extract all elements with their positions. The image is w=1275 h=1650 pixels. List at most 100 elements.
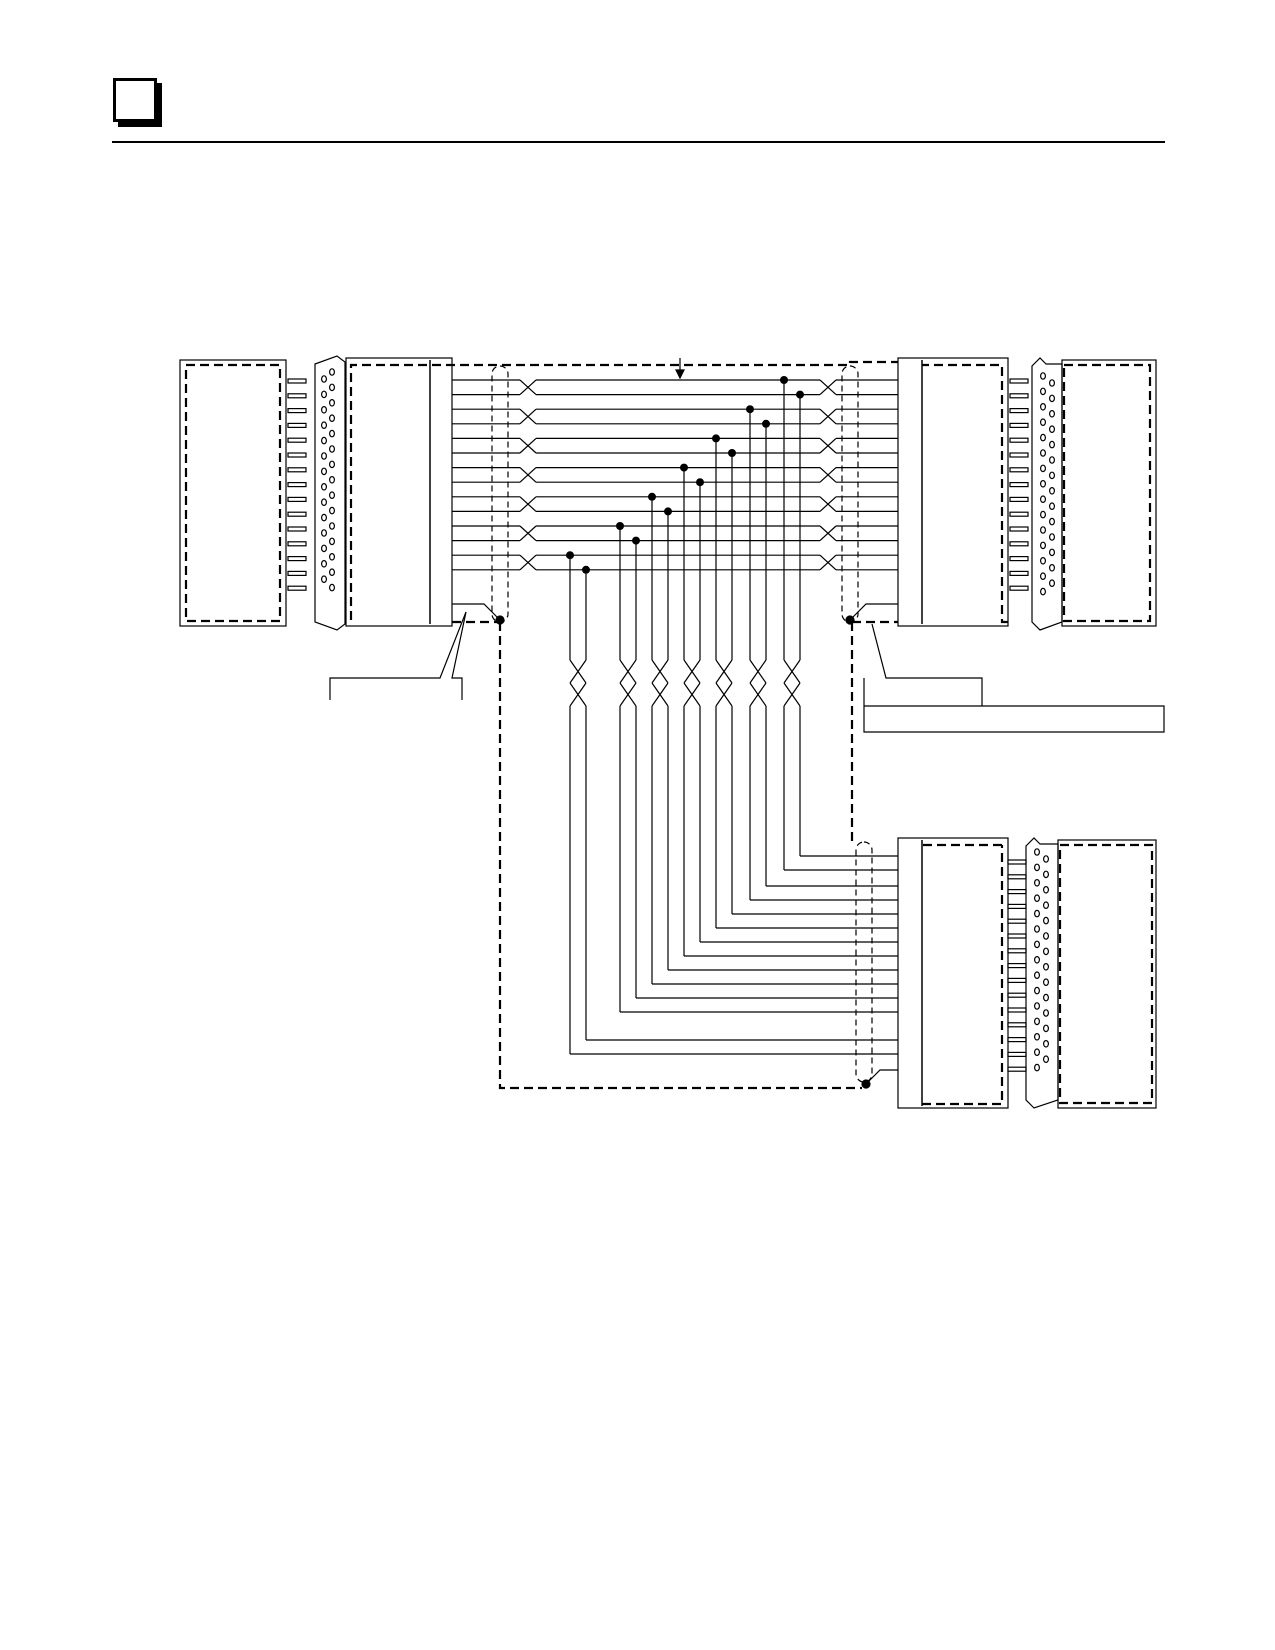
connector-pin [1009, 585, 1029, 591]
connector-pin [287, 511, 307, 517]
connector-pin [1007, 1051, 1027, 1058]
connector-hole [321, 513, 328, 522]
connector-pin [1009, 541, 1029, 547]
twist-crossover [749, 659, 767, 707]
junction-dot [762, 419, 770, 428]
connector-pin [287, 526, 307, 532]
cable-marker-arrow [675, 358, 685, 380]
connector-hole [1039, 510, 1046, 519]
connector-pin [1007, 859, 1027, 865]
chapter-tab-icon [113, 78, 157, 122]
connector-pin [1009, 408, 1029, 414]
connector-hole [329, 445, 336, 453]
connector-pin [1007, 903, 1027, 910]
connector-hole [1033, 925, 1040, 933]
connector-pin [287, 541, 307, 547]
connector-hole [1048, 394, 1055, 403]
junction-dot [746, 405, 754, 414]
connector-hole [321, 452, 328, 460]
connector-hole [1042, 885, 1049, 894]
connector-pin [1007, 977, 1027, 984]
connector-hole [1033, 909, 1040, 918]
connector-hole [321, 498, 328, 507]
connector-pin [1007, 888, 1027, 895]
connector-pin [287, 422, 307, 428]
dsub-connector-top-right [1031, 357, 1063, 631]
connector-pin [1007, 1066, 1027, 1072]
connector-hole [1048, 379, 1055, 387]
device-module-bottom-right [1057, 839, 1157, 1109]
pin-row-bottom-right [1007, 859, 1027, 1072]
connector-pin [1009, 378, 1029, 384]
connector-pin [287, 570, 307, 577]
connector-holes-bottom-right [1033, 848, 1049, 1072]
drain-wire-left [329, 603, 505, 700]
connector-hole [1048, 486, 1055, 495]
twist-crossover [651, 659, 669, 707]
connector-hole [329, 522, 336, 530]
pin-row-top-left [287, 378, 307, 591]
junction-dots [566, 376, 804, 574]
connector-hole [1039, 526, 1046, 534]
twist-crossover [819, 525, 837, 542]
terminal-block-top-left [345, 357, 453, 627]
twist-crossover [783, 659, 801, 707]
drain-wire-right [845, 603, 1165, 733]
connector-hole [1048, 456, 1055, 464]
connector-hole [1033, 894, 1040, 903]
connector-hole [1039, 572, 1046, 581]
connector-hole [1048, 579, 1055, 588]
dsub-connector-top-left [314, 355, 346, 631]
connector-hole [1039, 541, 1046, 550]
connector-hole [1048, 409, 1055, 418]
connector-pin [287, 452, 307, 458]
connector-hole [321, 405, 328, 414]
connector-pin [1009, 570, 1029, 577]
connector-pin [1007, 962, 1027, 969]
connector-hole [1048, 517, 1055, 526]
shield-loop-bottom [855, 841, 873, 1083]
connector-hole [1033, 1017, 1040, 1026]
connector-pin [1009, 482, 1029, 488]
connector-hole [1039, 433, 1046, 442]
connector-hole [1039, 495, 1046, 504]
connector-pin [287, 408, 307, 414]
connector-pin [287, 585, 307, 591]
connector-hole [1042, 855, 1049, 863]
connector-hole [329, 506, 336, 515]
twist-crossover [819, 467, 837, 483]
twist-crossover [519, 408, 537, 425]
connector-pin [1007, 933, 1027, 939]
connector-hole [321, 467, 328, 476]
connector-hole [1042, 978, 1049, 987]
connector-hole [1042, 901, 1049, 910]
junction-dot [582, 565, 590, 574]
connector-hole [321, 421, 328, 430]
connector-hole [321, 575, 328, 584]
connector-hole [329, 552, 336, 561]
connector-hole [321, 482, 328, 491]
connector-pin [1009, 452, 1029, 458]
connector-pin [287, 482, 307, 488]
junction-dot [712, 434, 720, 443]
connector-pin [1007, 918, 1027, 924]
connector-hole [1042, 932, 1049, 940]
connector-hole [1039, 587, 1046, 596]
connector-hole [1048, 502, 1055, 511]
connector-hole [1039, 387, 1046, 396]
connector-hole [1033, 1002, 1040, 1010]
connector-hole [1048, 533, 1055, 541]
pin-row-top-right [1009, 378, 1029, 591]
connector-hole [1033, 971, 1040, 980]
terminal-block-top-right [897, 357, 1009, 627]
twist-crossover [819, 554, 837, 571]
connector-pin [1009, 526, 1029, 532]
connector-hole [1033, 940, 1040, 949]
connector-hole [329, 414, 336, 423]
twist-crossover [819, 408, 837, 425]
connector-hole [1033, 1033, 1040, 1041]
connector-hole [1039, 479, 1046, 488]
connector-hole [329, 491, 336, 500]
device-module-top-right [1061, 359, 1157, 627]
